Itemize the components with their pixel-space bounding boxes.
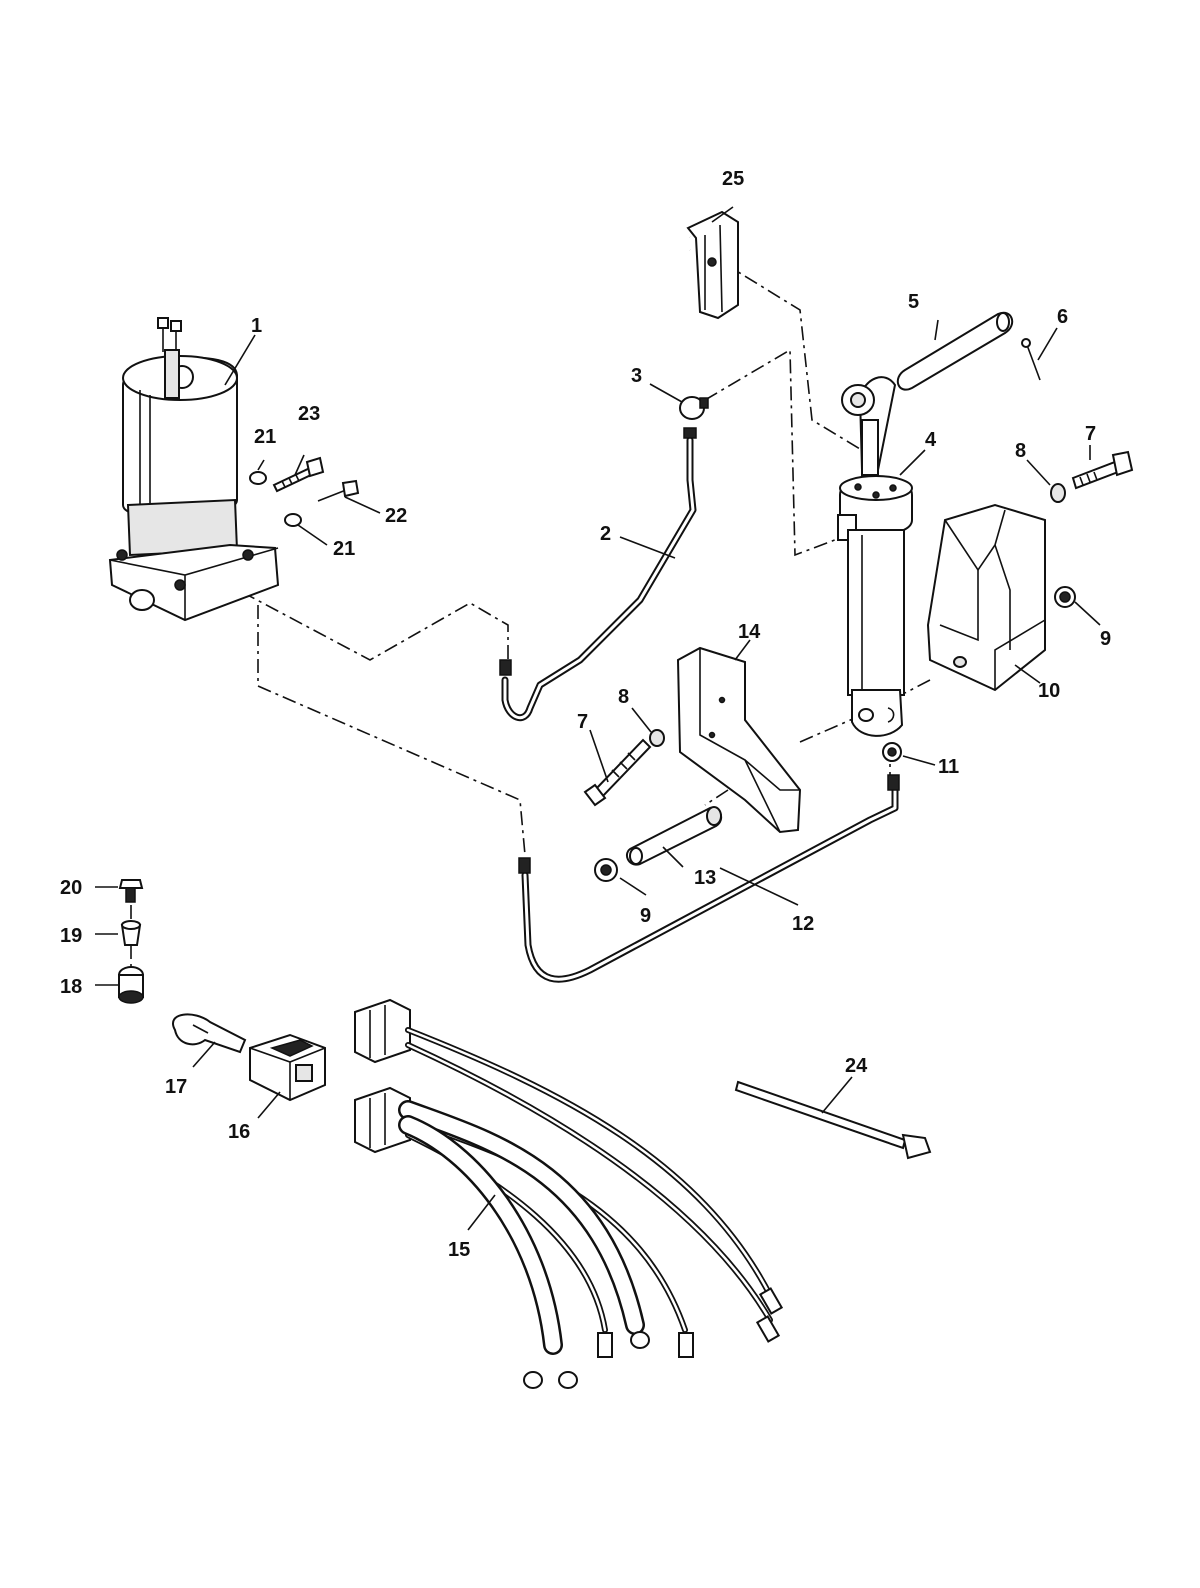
callout-11: 11 [938,756,959,778]
callout-numbers: 1 2 3 4 5 6 7 8 9 10 11 7 8 14 13 9 12 2… [60,168,1111,1261]
callout-7-left: 7 [577,711,588,733]
part-2-hydraulic-tube [499,427,697,722]
part-7-bolt-left [583,738,652,807]
part-9-nut-left [594,858,618,882]
callout-13: 13 [694,867,716,889]
part-22-screw [317,479,360,502]
callout-19: 19 [60,925,82,947]
part-8-washer-left [649,729,665,747]
callout-3: 3 [631,365,642,387]
callout-15: 15 [448,1239,470,1261]
part-4-cylinder [837,376,913,737]
part-8-washer-right [1050,483,1066,503]
callout-21-upper: 21 [254,426,276,448]
callout-9-left: 9 [640,905,651,927]
part-5-pin [896,311,1014,391]
part-9-nut-right [1054,586,1076,608]
part-20-screw [118,879,144,903]
part-16-connector [249,1033,326,1102]
callout-21-lower: 21 [333,538,355,560]
callout-18: 18 [60,976,82,998]
callout-17: 17 [165,1076,187,1098]
callout-24: 24 [845,1055,868,1077]
part-11-fitting [882,742,902,762]
callout-12: 12 [792,913,814,935]
part-15-wiring-harness [354,998,784,1389]
part-13-pin [625,806,723,866]
callout-4: 4 [925,429,937,451]
part-12-hydraulic-tube [518,774,900,983]
callout-22: 22 [385,505,407,527]
callout-20: 20 [60,877,82,899]
part-21-washer-upper [249,471,267,485]
callout-14: 14 [738,621,761,643]
callout-23: 23 [298,403,320,425]
part-17-clip [172,1013,247,1054]
part-7-bolt-right [1071,450,1134,490]
callout-7-right: 7 [1085,423,1096,445]
part-23-bolt [272,456,325,493]
part-21-washer-lower [284,513,302,527]
callout-5: 5 [908,291,919,313]
part-6-cotter-pin [1021,338,1041,381]
part-1-pump-motor [108,317,280,622]
part-14-left-bracket [676,646,802,834]
leader-lines [95,206,1101,1231]
part-25-loop-bracket [603,194,739,320]
callout-2: 2 [600,523,611,545]
part-10-right-bracket [926,503,1046,692]
part-19-bushing [120,920,142,946]
callout-25: 25 [722,168,744,190]
callout-6: 6 [1057,306,1068,328]
callout-1: 1 [251,315,262,337]
part-3-fitting [679,396,709,420]
assembly-lines [130,261,931,968]
callout-9-right: 9 [1100,628,1111,650]
callout-16: 16 [228,1121,250,1143]
callout-8-right: 8 [1015,440,1026,462]
part-24-cable-tie [734,1080,932,1160]
part-18-plug [118,966,144,1004]
callout-10: 10 [1038,680,1060,702]
callout-8-left: 8 [618,686,629,708]
